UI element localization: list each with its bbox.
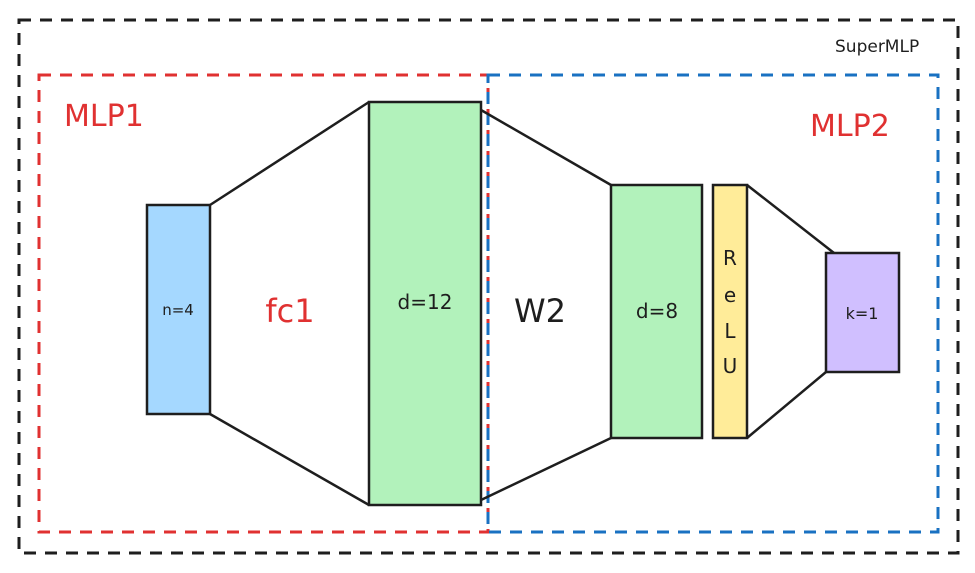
relu-letter: L <box>724 319 736 343</box>
relu-layer <box>711 183 749 440</box>
fc1-label: fc1 <box>265 292 314 330</box>
hidden-layer-2-label: d=8 <box>636 299 678 323</box>
output-layer <box>824 251 901 374</box>
relu-letter: R <box>723 246 737 270</box>
connector-line <box>480 108 612 187</box>
w2-label: W2 <box>514 292 566 330</box>
connection-lines <box>209 100 835 507</box>
connector-line <box>209 100 370 207</box>
input-layer-label: n=4 <box>162 301 194 319</box>
relu-letter: e <box>724 283 736 307</box>
relu-letter: U <box>723 354 738 378</box>
hidden-layer-1 <box>367 100 483 507</box>
mlp2-box <box>486 73 940 534</box>
connector-line <box>746 184 835 254</box>
mlp2-label: MLP2 <box>810 109 890 144</box>
mlp1-label: MLP1 <box>64 99 144 134</box>
hidden-layer-2 <box>609 183 704 440</box>
input-layer <box>145 203 212 416</box>
connector-line <box>480 436 612 502</box>
connector-line <box>746 371 827 439</box>
output-layer-label: k=1 <box>846 304 879 323</box>
hidden-layer-1-label: d=12 <box>398 290 453 314</box>
connector-line <box>209 412 370 507</box>
supermlp-label: SuperMLP <box>835 37 919 57</box>
supermlp-box <box>17 18 960 555</box>
